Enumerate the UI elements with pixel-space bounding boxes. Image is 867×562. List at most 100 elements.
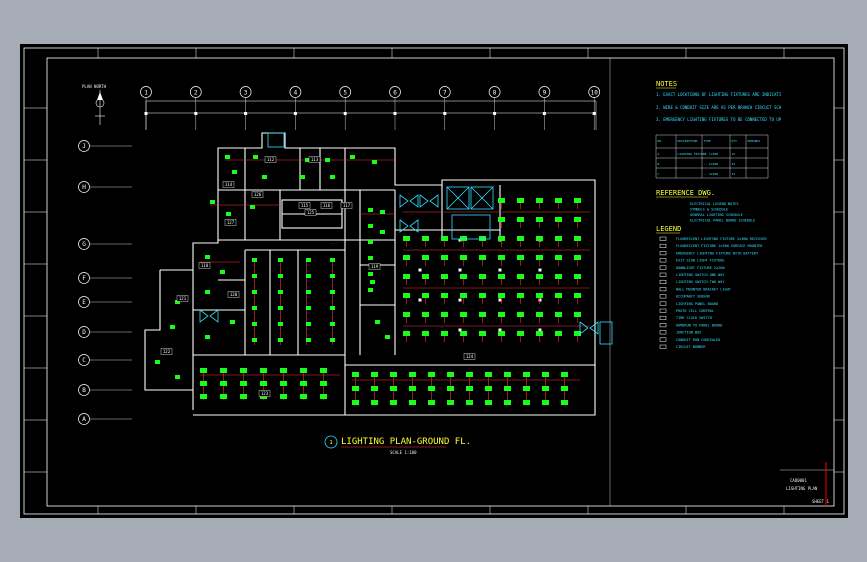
- svg-text:12: 12: [732, 172, 736, 176]
- svg-text:--: --: [284, 381, 288, 385]
- svg-text:4: 4: [294, 90, 298, 97]
- title-block-name: CAD0001: [790, 478, 807, 483]
- legend-item: DOWNLIGHT FIXTURE 2x26W: [659, 265, 725, 270]
- svg-text:CONDUIT RUN CONCEALED: CONDUIT RUN CONCEALED: [676, 338, 720, 342]
- legend-item: FLUORESCENT LIGHTING FIXTURE 2x36W RECES…: [659, 236, 767, 241]
- svg-text:123: 123: [261, 391, 269, 396]
- room-tag: 112: [264, 156, 277, 163]
- lighting-fixtures: [155, 155, 581, 405]
- svg-text:--: --: [520, 259, 524, 263]
- dimension-line: [145, 100, 597, 130]
- plan-scale: SCALE 1:100: [390, 450, 417, 455]
- svg-text:F: F: [82, 275, 86, 282]
- reference-item: ELECTRICAL LEGEND NOTES: [690, 202, 738, 206]
- svg-text:A: A: [82, 416, 86, 423]
- svg-text:LIGHTING SWITCH TWO WAY: LIGHTING SWITCH TWO WAY: [676, 280, 725, 284]
- note-item: 1. EXACT LOCATIONS OF LIGHTING FIXTURES …: [656, 92, 782, 97]
- title-block: CAD0001 LIGHTING PLAN SHEET 1: [786, 478, 829, 504]
- title-block-sheet: SHEET 1: [812, 499, 829, 504]
- svg-text:8: 8: [493, 90, 497, 97]
- room-tag: 115: [298, 202, 311, 209]
- grid-row-bubble: F: [78, 272, 132, 284]
- notes-section: NOTES 1. EXACT LOCATIONS OF LIGHTING FIX…: [655, 80, 782, 179]
- legend-section: LEGEND FLUORESCENT LIGHTING FIXTURE 2x36…: [656, 225, 767, 349]
- reference-item: SYMBOLS & SCHEDULE: [690, 208, 728, 212]
- svg-text:121: 121: [179, 296, 187, 301]
- svg-text:127: 127: [227, 220, 235, 225]
- svg-text:118: 118: [201, 263, 209, 268]
- svg-text:TYPE: TYPE: [704, 139, 711, 143]
- outer-border: [23, 47, 845, 515]
- svg-text:2: 2: [194, 90, 198, 97]
- grid-row-bubble: C: [78, 354, 132, 366]
- room-tag: 126: [251, 191, 264, 198]
- room-tag: 121: [176, 295, 189, 302]
- reference-item: GENERAL LIGHTING SCHEDULE: [690, 213, 743, 217]
- svg-text:5: 5: [343, 90, 347, 97]
- svg-text:FLUORESCENT FIXTURE 1x36W SURF: FLUORESCENT FIXTURE 1x36W SURFACE MOUNTE…: [676, 244, 762, 248]
- svg-text:C: C: [82, 357, 86, 364]
- svg-text:A: A: [658, 152, 660, 156]
- svg-text:QTY: QTY: [732, 139, 738, 143]
- svg-text:WALL MOUNTED BRACKET LIGHT: WALL MOUNTED BRACKET LIGHT: [676, 287, 732, 291]
- svg-text:C: C: [658, 172, 660, 176]
- room-tag: 117: [340, 202, 353, 209]
- svg-text:D: D: [82, 329, 86, 336]
- svg-text:-- 1x36W: -- 1x36W: [704, 152, 719, 156]
- grid-row-bubble: A: [78, 413, 132, 425]
- legend-item: CIRCUIT NUMBER: [659, 344, 706, 349]
- svg-text:--: --: [470, 307, 474, 311]
- svg-text:REMARKS: REMARKS: [748, 139, 761, 143]
- room-tag: 118: [198, 262, 211, 269]
- room-tag: 119: [368, 263, 381, 270]
- legend-item: TIME CLOCK SWITCH: [659, 315, 712, 320]
- svg-text:EMERGENCY LIGHTING FIXTURE WIT: EMERGENCY LIGHTING FIXTURE WITH BATTERY: [676, 251, 759, 255]
- room-tag: 113: [308, 156, 321, 163]
- grid-row-bubble: G: [78, 238, 132, 250]
- svg-text:15: 15: [732, 152, 736, 156]
- svg-text:FLUORESCENT LIGHTING FIXTURE 2: FLUORESCENT LIGHTING FIXTURE 2x36W RECES…: [676, 237, 767, 241]
- svg-text:24: 24: [732, 162, 736, 166]
- reference-section: REFERENCE DWG. ELECTRICAL LEGEND NOTESSY…: [656, 189, 755, 223]
- svg-text:DESCRIPTION: DESCRIPTION: [678, 139, 698, 143]
- svg-text:LIGHTING SWITCH ONE WAY: LIGHTING SWITCH ONE WAY: [676, 273, 725, 277]
- svg-text:JUNCTION BOX: JUNCTION BOX: [676, 331, 702, 335]
- room-tag: 120: [227, 291, 240, 298]
- svg-text:122: 122: [163, 349, 171, 354]
- svg-text:--: --: [270, 127, 274, 131]
- svg-text:120: 120: [230, 292, 238, 297]
- room-tag: 116: [320, 202, 333, 209]
- svg-text:124: 124: [466, 354, 474, 359]
- equipment-symbols: [199, 132, 613, 345]
- room-tag: 127: [224, 219, 237, 226]
- plan-title-block: 1 LIGHTING PLAN-GROUND FL. SCALE 1:100: [324, 435, 471, 455]
- legend-item: CONDUIT RUN CONCEALED: [659, 337, 720, 342]
- border-ticks: [24, 48, 844, 514]
- room-tag: 123: [258, 390, 271, 397]
- svg-text:6: 6: [393, 90, 397, 97]
- svg-text:112: 112: [267, 157, 275, 162]
- svg-text:PHOTO CELL CONTROL: PHOTO CELL CONTROL: [676, 309, 714, 313]
- svg-text:J: J: [82, 143, 86, 150]
- legend-item: OCCUPANCY SENSOR: [659, 294, 711, 299]
- svg-text:LIGHTING PANEL BOARD: LIGHTING PANEL BOARD: [676, 302, 718, 306]
- north-arrow-icon: PLAN NORTH: [82, 84, 107, 125]
- svg-text:113: 113: [311, 157, 319, 162]
- svg-text:7: 7: [443, 90, 447, 97]
- svg-text:----: ----: [330, 241, 337, 245]
- svg-text:CIRCUIT NUMBER: CIRCUIT NUMBER: [676, 345, 706, 349]
- legend-item: EXIT SIGN LIGHT FIXTURE: [659, 258, 724, 263]
- plan-title-number: 1: [329, 440, 332, 446]
- reference-item: ELECTRICAL PANEL BOARD SCHEDULE: [690, 219, 755, 223]
- legend-item: FLUORESCENT FIXTURE 1x36W SURFACE MOUNTE…: [659, 243, 762, 248]
- north-label: PLAN NORTH: [82, 84, 107, 89]
- room-tag: 122: [160, 348, 173, 355]
- svg-text:EXIT SIGN LIGHT FIXTURE: EXIT SIGN LIGHT FIXTURE: [676, 259, 724, 263]
- svg-text:OCCUPANCY SENSOR: OCCUPANCY SENSOR: [676, 295, 711, 299]
- svg-text:E: E: [82, 299, 86, 306]
- svg-text:3: 3: [244, 90, 248, 97]
